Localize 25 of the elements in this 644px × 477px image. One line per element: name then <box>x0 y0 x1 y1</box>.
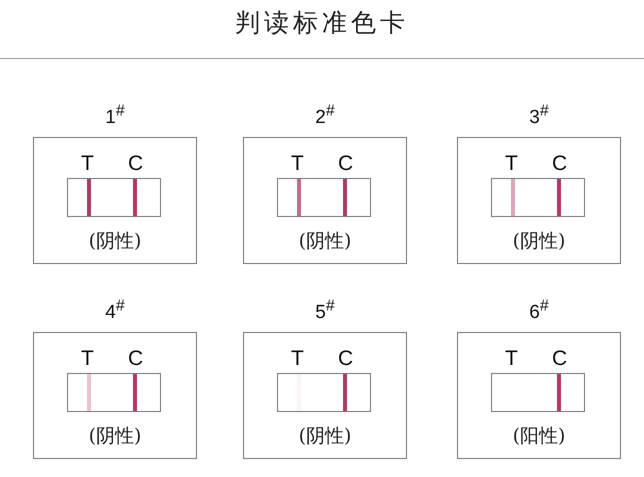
test-line-label: T <box>505 347 518 371</box>
test-line-label: T <box>505 152 518 176</box>
card-number: 5$^{#}$ <box>315 302 335 324</box>
test-line-label: T <box>81 347 94 371</box>
title: 判读标准色卡 <box>234 7 410 39</box>
control-line-label: C <box>552 347 568 371</box>
control-line-label: C <box>128 347 144 371</box>
card-number: 4$^{#}$ <box>105 302 125 324</box>
result-text: (阴性) <box>88 424 142 449</box>
result-text: (阴性) <box>512 229 566 254</box>
card-number: 1$^{#}$ <box>105 107 125 128</box>
card-number: 2$^{#}$ <box>315 107 335 128</box>
test-line-label: T <box>81 152 94 176</box>
result-text: (阴性) <box>298 229 352 254</box>
result-text: (阴性) <box>298 424 352 449</box>
result-text: (阴性) <box>88 229 142 254</box>
result-text: (阳性) <box>512 424 566 449</box>
control-line-label: C <box>128 152 144 176</box>
control-line-label: C <box>338 152 354 176</box>
test-line-label: T <box>291 152 304 176</box>
test-line-label: T <box>291 347 304 371</box>
control-line-label: C <box>338 347 354 371</box>
card-number: 6$^{#}$ <box>529 302 549 324</box>
card-number: 3$^{#}$ <box>529 107 549 128</box>
control-line-label: C <box>552 152 568 176</box>
